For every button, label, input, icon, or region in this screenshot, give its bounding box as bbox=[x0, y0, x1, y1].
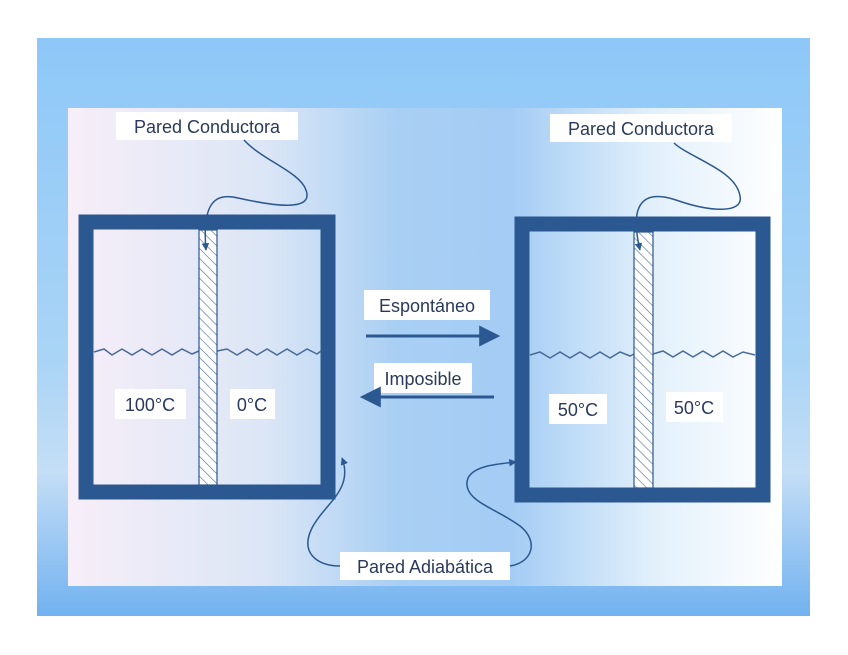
spontaneous-tag bbox=[364, 290, 490, 320]
process-arrows: Espontáneo Imposible bbox=[359, 290, 501, 408]
conductor-wall-right-tag bbox=[550, 114, 732, 142]
left-temp-left-tag bbox=[115, 389, 186, 419]
right-container-frame bbox=[514, 216, 771, 503]
left-temp-right-tag bbox=[230, 389, 275, 419]
left-temp-right-label: 0°C bbox=[237, 395, 267, 415]
left-water-surface-left bbox=[93, 348, 200, 356]
adiabatic-wall-right-leader bbox=[466, 458, 532, 567]
conductor-wall-right-label: Pared Conductora bbox=[568, 119, 715, 139]
right-temp-right-label: 50°C bbox=[674, 398, 714, 418]
impossible-tag bbox=[374, 363, 472, 393]
right-conductor-wall bbox=[633, 231, 654, 489]
conductor-wall-right-leader bbox=[634, 142, 741, 251]
conductor-wall-left-label: Pared Conductora bbox=[134, 117, 281, 137]
right-water-surface-left bbox=[529, 351, 635, 359]
adiabatic-wall-left-leader bbox=[307, 457, 348, 567]
right-temp-right-tag bbox=[666, 392, 723, 422]
callouts: Pared Conductora Pared Conductora Pared … bbox=[116, 112, 741, 580]
left-container: 100°C 0°C bbox=[78, 214, 336, 500]
panel-background bbox=[68, 108, 782, 586]
adiabatic-wall-tag bbox=[340, 552, 510, 580]
left-water-surface-right bbox=[216, 348, 322, 356]
right-container: 50°C 50°C bbox=[514, 216, 771, 503]
left-container-frame bbox=[78, 214, 336, 500]
right-water-surface-right bbox=[652, 350, 756, 358]
spontaneous-label: Espontáneo bbox=[379, 296, 475, 316]
conductor-wall-left-leader bbox=[201, 139, 308, 251]
conductor-wall-left-tag bbox=[116, 112, 298, 140]
impossible-label: Imposible bbox=[384, 369, 461, 389]
left-temp-left-label: 100°C bbox=[125, 395, 175, 415]
right-temp-left-label: 50°C bbox=[558, 400, 598, 420]
adiabatic-wall-label: Pared Adiabática bbox=[357, 557, 494, 577]
right-temp-left-tag bbox=[549, 394, 607, 424]
left-conductor-wall bbox=[198, 229, 218, 486]
